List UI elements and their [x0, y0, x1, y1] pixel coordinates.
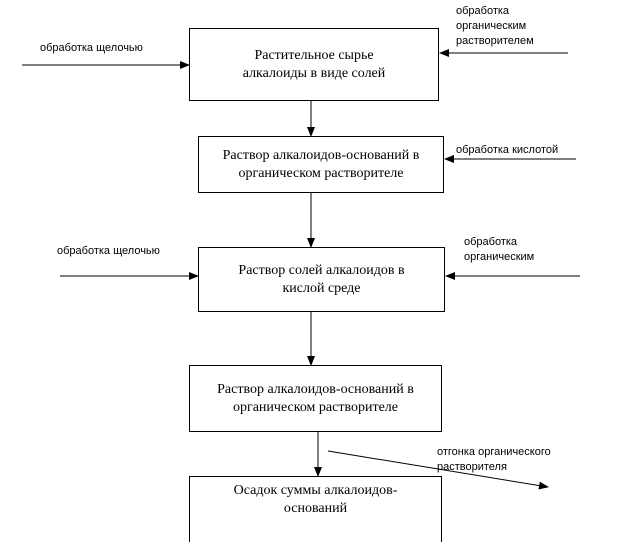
step-box-sediment: Осадок суммы алкалоидов- оснований — [189, 476, 442, 542]
label-acid-treatment: обработка кислотой — [456, 144, 559, 156]
label-alkali-treatment-2: обработка щелочью — [57, 245, 160, 257]
step-box-base-solution: Раствор алкалоидов-оснований в органичес… — [198, 136, 444, 193]
label-organic-solvent-treatment-1: обработка органическим растворителем — [456, 5, 534, 47]
step-box-base-solution-2: Раствор алкалоидов-оснований в органичес… — [189, 365, 442, 432]
label-alkali-treatment-1: обработка щелочью — [40, 42, 143, 54]
label-organic-solvent-treatment-2: обработка органическим — [464, 236, 535, 263]
step-box-raw-material: Растительное сырье алкалоиды в виде соле… — [189, 28, 439, 101]
output-arrow-distillation — [327, 450, 549, 490]
step-box-salt-solution: Раствор солей алкалоидов в кислой среде — [198, 247, 445, 312]
label-solvent-distillation: отгонка органического растворителя — [437, 446, 551, 473]
